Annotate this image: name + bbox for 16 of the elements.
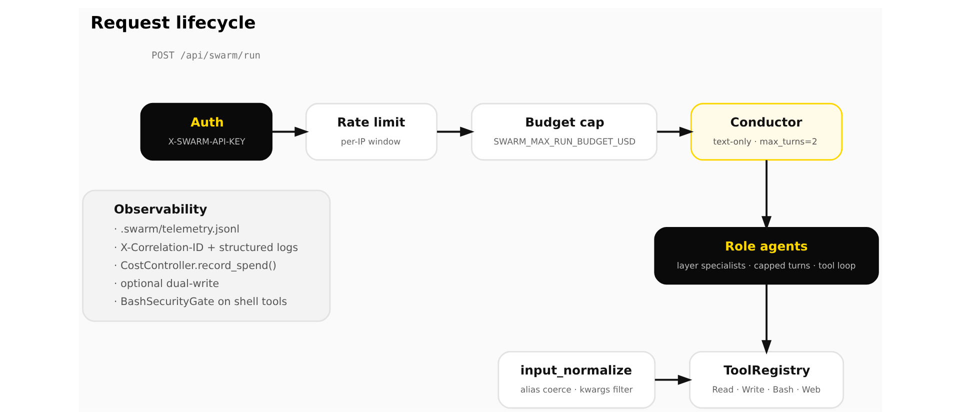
node-box: Conductor text-only · max_turns=2 [690,102,842,161]
node-box: Observability · .swarm/telemetry.jsonl · X-Correlation-ID + structured logs · CostController.record_spend() · optional dual-write · BashSecurityGate on shell tools [82,190,330,322]
arrow [436,126,474,137]
node-box: Rate limit per-IP window [304,102,438,161]
diagram-title: Request lifecycle [90,14,256,34]
arrow [654,374,692,385]
arrow [761,284,772,354]
arrow [656,126,694,137]
node-box: Auth X-SWARM-API-KEY [140,102,272,161]
label: POST /api/swarm/run [151,50,260,62]
arrow [271,126,308,137]
node-box: Role agents layer specialists · capped turns · tool loop [654,226,878,285]
node-box: input_normalize alias coerce · kwargs filter [497,351,656,409]
arrow [761,160,772,230]
node-box: ToolRegistry Read · Write · Bash · Web [688,351,844,409]
node-box: Budget cap SWARM_MAX_RUN_BUDGET_USD [470,102,657,161]
